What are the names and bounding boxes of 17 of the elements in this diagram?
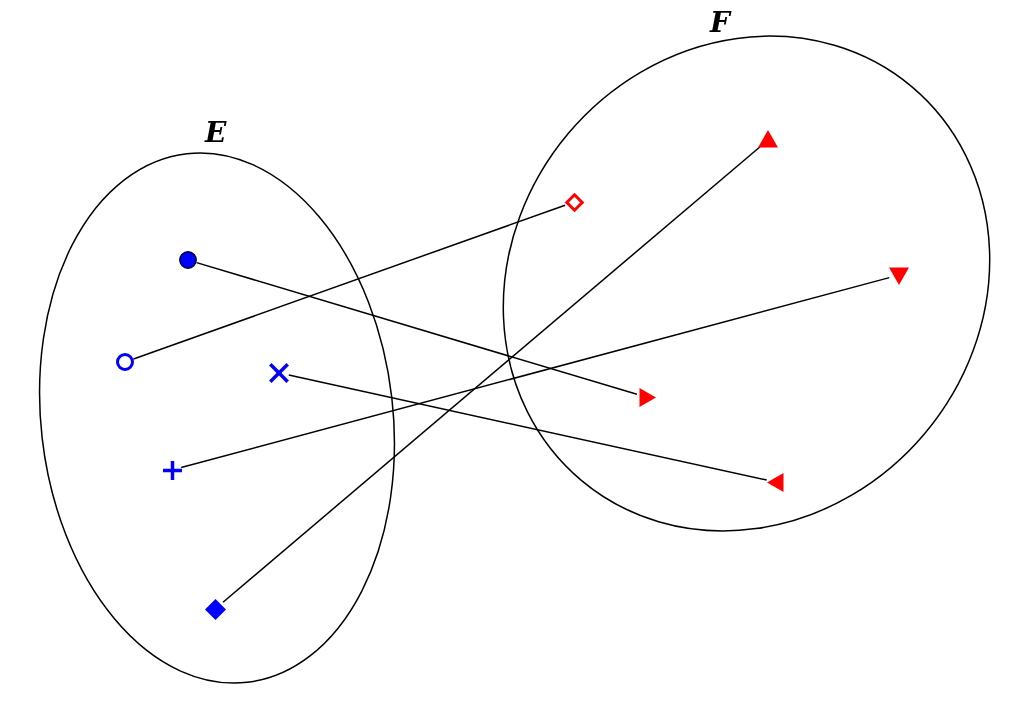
connector-line — [222, 145, 762, 603]
set-label: E — [205, 119, 227, 147]
triangle-marker — [889, 265, 909, 285]
connector-line — [288, 374, 768, 481]
triangle-marker — [636, 387, 656, 407]
connector-line — [132, 204, 566, 360]
diamond-marker — [564, 192, 584, 212]
plus-marker — [162, 460, 182, 480]
triangle-marker — [758, 130, 778, 150]
set-label: F — [710, 9, 730, 37]
dot-marker — [179, 251, 197, 269]
connector-line — [180, 276, 891, 469]
connector-line — [195, 261, 638, 396]
cross-marker — [269, 363, 289, 383]
triangle-marker — [766, 472, 786, 492]
ring-marker — [116, 353, 134, 371]
diamond-marker — [204, 598, 226, 620]
